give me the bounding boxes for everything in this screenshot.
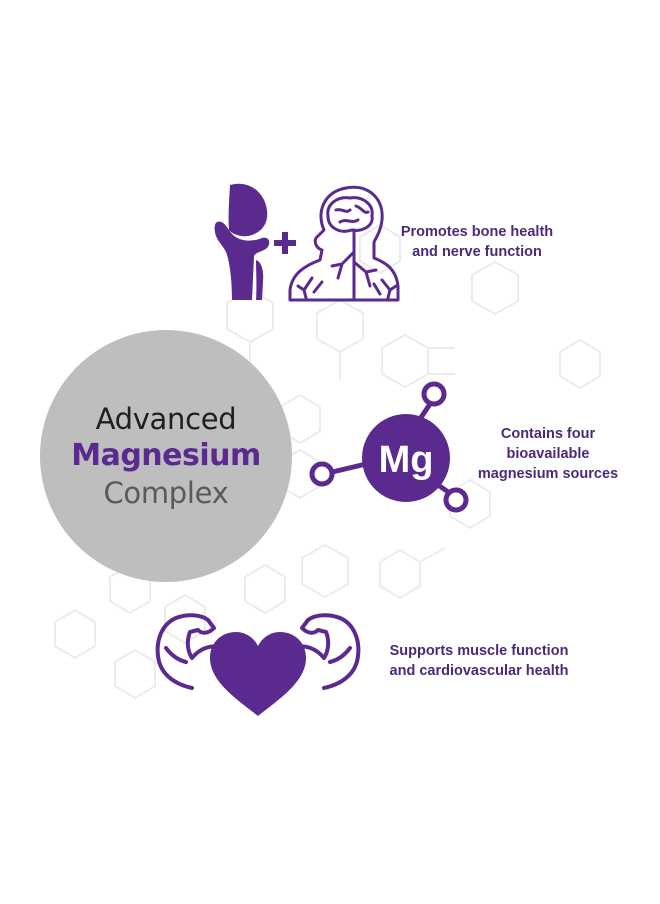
caption-line: magnesium sources (477, 466, 619, 482)
mg-symbol: Mg (379, 439, 434, 481)
badge-line-magnesium: Magnesium (71, 438, 261, 473)
heart-with-flexed-arms-icon (155, 613, 361, 716)
caption-line: Supports muscle function (389, 643, 569, 659)
caption-line: bioavailable (506, 446, 590, 462)
advanced-magnesium-complex-badge: Advanced Magnesium Complex (40, 330, 292, 582)
caption-line: and cardiovascular health (389, 663, 569, 679)
caption-line: and nerve function (412, 244, 542, 260)
knee-joint-and-nervous-system-icon (214, 183, 400, 302)
badge-line-advanced: Advanced (95, 402, 237, 436)
muscle-cardio-caption: Supports muscle function and cardiovascu… (380, 641, 578, 681)
bone-nerve-caption: Promotes bone health and nerve function (390, 222, 564, 262)
caption-line: Promotes bone health (400, 224, 554, 240)
magnesium-molecule-icon: Mg (309, 381, 469, 513)
badge-line-complex: Complex (103, 476, 229, 510)
caption-line: Contains four (500, 426, 596, 442)
magnesium-sources-caption: Contains four bioavailable magnesium sou… (468, 424, 628, 484)
